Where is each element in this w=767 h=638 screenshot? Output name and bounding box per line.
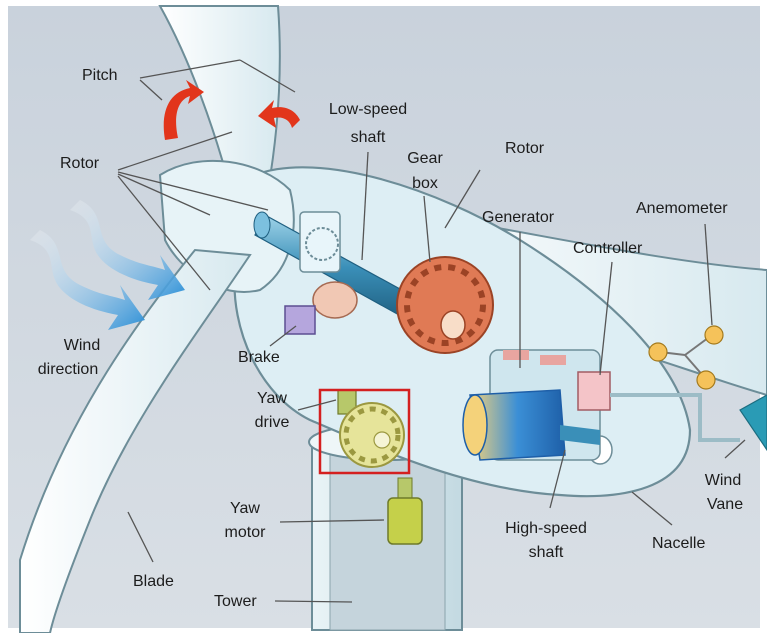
label-blade: Blade bbox=[133, 573, 174, 590]
label-gear-box-1: Gear bbox=[407, 150, 443, 167]
label-controller: Controller bbox=[573, 240, 643, 257]
label-brake: Brake bbox=[238, 349, 280, 366]
label-gear-box-2: box bbox=[412, 175, 438, 192]
label-generator: Generator bbox=[482, 209, 555, 226]
label-rotor-left: Rotor bbox=[60, 155, 100, 172]
label-wind-direction-1: Wind bbox=[64, 337, 100, 354]
label-high-speed-shaft-1: High-speed bbox=[505, 520, 587, 537]
label-low-speed-shaft-1: Low-speed bbox=[329, 101, 407, 118]
label-anemometer: Anemometer bbox=[636, 200, 728, 217]
label-wind-vane-2: Vane bbox=[707, 496, 743, 513]
gear-box bbox=[397, 257, 493, 353]
label-pitch: Pitch bbox=[82, 67, 118, 84]
label-yaw-drive-1: Yaw bbox=[257, 390, 287, 407]
label-yaw-drive-2: drive bbox=[255, 414, 290, 431]
label-nacelle: Nacelle bbox=[652, 535, 705, 552]
label-low-speed-shaft-2: shaft bbox=[351, 129, 386, 146]
label-wind-vane-1: Wind bbox=[705, 472, 741, 489]
label-wind-direction-2: direction bbox=[38, 361, 98, 378]
label-rotor-right: Rotor bbox=[505, 140, 545, 157]
label-tower: Tower bbox=[214, 593, 257, 610]
label-yaw-motor-1: Yaw bbox=[230, 500, 260, 517]
label-yaw-motor-2: motor bbox=[225, 524, 267, 541]
label-high-speed-shaft-2: shaft bbox=[529, 544, 564, 561]
